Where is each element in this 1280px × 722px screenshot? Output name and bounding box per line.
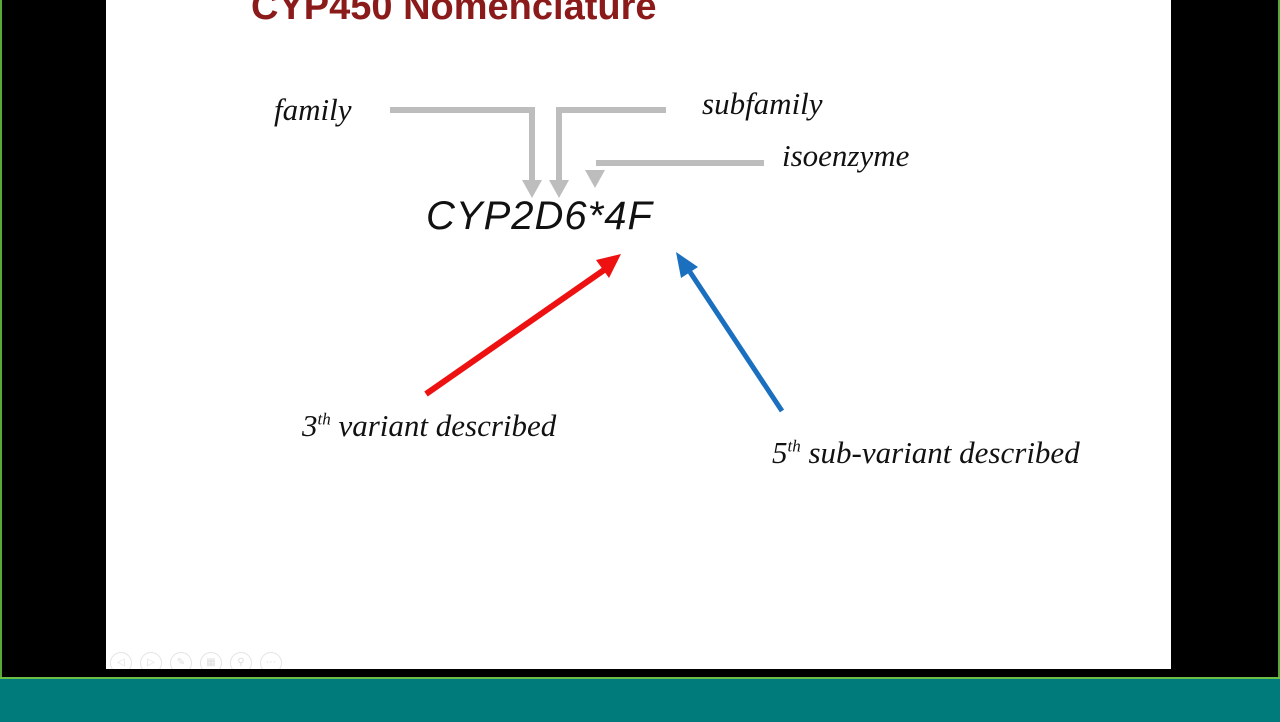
slideshow-controls: ◁ ▷ ✎ ▦ ⚲ ⋯ (110, 652, 282, 669)
variant-text: variant described (330, 408, 557, 443)
subfamily-arrow (556, 107, 666, 180)
red-arrow (424, 267, 606, 397)
isoenzyme-arrowhead (585, 170, 605, 188)
label-variant: 3th variant described (302, 408, 556, 444)
window-border-left (0, 0, 2, 678)
red-arrowhead (596, 254, 621, 278)
slide: CYP450 Nomenclature family subfamily iso… (106, 0, 1171, 669)
label-isoenzyme: isoenzyme (782, 138, 910, 173)
pen-icon[interactable]: ✎ (170, 652, 192, 669)
cyp-code: CYP2D6*4F (426, 194, 653, 238)
blue-arrowhead (676, 252, 698, 278)
variant-suffix: th (317, 409, 331, 429)
arrows-diagram (390, 107, 785, 413)
window-border-right (1278, 0, 1280, 678)
subvariant-suffix: th (787, 436, 801, 456)
slide-title: CYP450 Nomenclature (251, 0, 657, 28)
variant-number: 3 (302, 408, 318, 443)
blue-arrow (687, 270, 785, 413)
next-icon[interactable]: ▷ (140, 652, 162, 669)
family-arrow (390, 107, 535, 180)
subvariant-text: sub-variant described (800, 435, 1080, 470)
subvariant-number: 5 (772, 435, 788, 470)
label-subvariant: 5th sub-variant described (772, 435, 1080, 471)
label-subfamily: subfamily (702, 86, 823, 121)
subfamily-arrowhead (549, 180, 569, 198)
bottom-bar (0, 677, 1280, 722)
slides-grid-icon[interactable]: ▦ (200, 652, 222, 669)
family-arrowhead (522, 180, 542, 198)
zoom-icon[interactable]: ⚲ (230, 652, 252, 669)
more-icon[interactable]: ⋯ (260, 652, 282, 669)
label-family: family (274, 92, 352, 127)
previous-icon[interactable]: ◁ (110, 652, 132, 669)
